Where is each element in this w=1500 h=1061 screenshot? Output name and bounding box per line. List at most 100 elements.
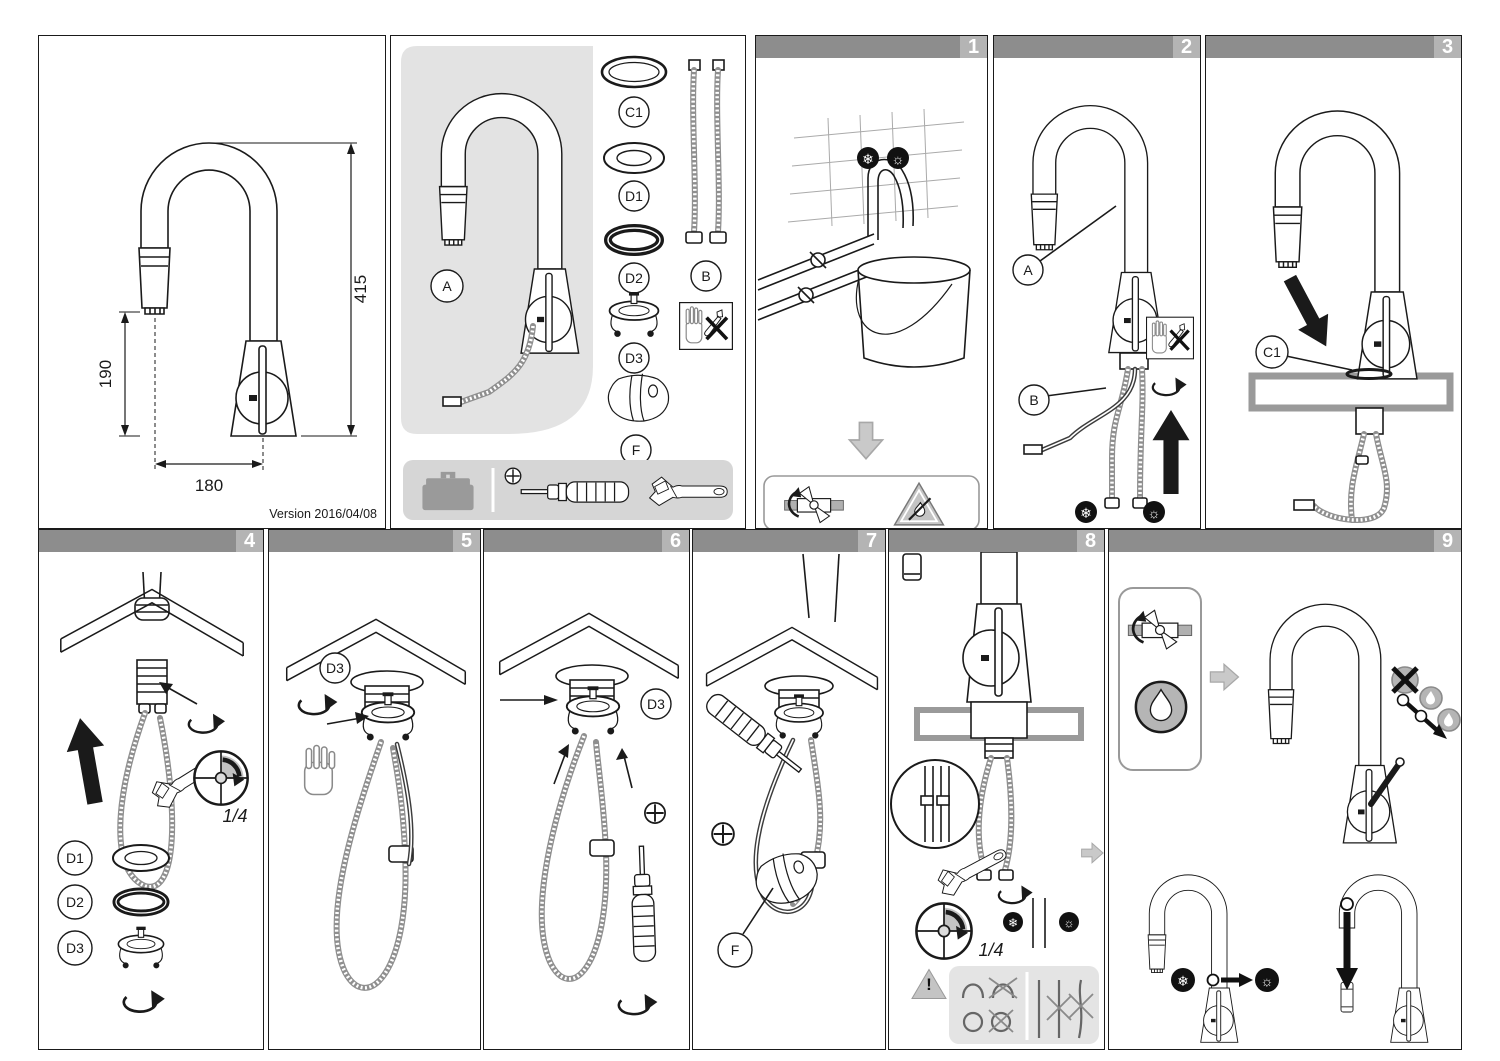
shank-below-counter	[1355, 407, 1384, 435]
faucet-illustration	[1030, 104, 1165, 354]
step-8-number: 8	[1077, 530, 1104, 552]
faucet-line-drawing	[138, 142, 297, 437]
parts-overview: A C1 D1 D2 D3	[401, 46, 733, 520]
callout-d3: D3	[640, 688, 672, 720]
step-9-number: 9	[1434, 530, 1461, 552]
docked-spray-head	[902, 553, 922, 581]
hose-fitting	[1293, 499, 1315, 511]
step-5-number: 5	[453, 530, 480, 552]
turn-hint	[159, 682, 227, 734]
hanging-hoses	[333, 739, 414, 991]
svg-text:D3: D3	[326, 660, 344, 676]
hot-icon: ☼	[1261, 973, 1274, 989]
screw-arrows	[553, 744, 633, 789]
faucet-body-above-counter	[962, 552, 1032, 703]
svg-text:D1: D1	[66, 850, 84, 866]
hose-nut	[388, 845, 414, 863]
svg-text:B: B	[1029, 392, 1038, 408]
base-through-counter	[970, 701, 1028, 739]
step-4-panel: 4	[38, 529, 264, 1050]
step-2-header: 2	[994, 36, 1200, 58]
step-3-number: 3	[1434, 36, 1461, 58]
rotate-arrow-icon	[617, 992, 659, 1016]
quarter-turn-label: 1/4	[978, 940, 1003, 960]
step-2-drawing: A B ❄	[1012, 104, 1194, 523]
step-9-header: 9	[1109, 530, 1461, 552]
version-label: Version 2016/04/08	[269, 507, 377, 521]
temperature-swivel: ❄ ☼	[1171, 968, 1279, 992]
hoses-below	[1293, 431, 1390, 523]
svg-text:C1: C1	[1263, 344, 1281, 360]
mounting-bracket-icon	[117, 926, 165, 970]
hot-icon: ☼	[892, 151, 905, 167]
rotate-arrow-icon	[997, 884, 1034, 905]
cold-icon: ❄	[862, 151, 874, 167]
hot-icon: ☼	[1064, 916, 1075, 930]
step-6-number: 6	[662, 530, 689, 552]
step-6-drawing: D3	[498, 612, 680, 1016]
hose-weight-icon	[607, 373, 670, 422]
quarter-turn-gauge	[916, 903, 971, 958]
cold-indicator: ❄	[1075, 501, 1097, 523]
hand-tighten-no-tools-icon	[1146, 316, 1194, 360]
step-5-header: 5	[269, 530, 480, 552]
step-5-panel: 5 D3	[268, 529, 481, 1050]
close-valves-box	[763, 475, 980, 528]
step-4-header: 4	[39, 530, 263, 552]
quarter-turn-gauge	[194, 751, 247, 804]
screwdriver-icon	[629, 845, 657, 963]
flange-and-bracket	[764, 675, 834, 740]
lever-open	[1368, 757, 1405, 807]
step-3-header: 3	[1206, 36, 1461, 58]
cold-indicator: ❄	[857, 147, 879, 169]
svg-text:D3: D3	[647, 696, 665, 712]
rotate-arrow-icon	[122, 988, 167, 1013]
callout-f-leader	[742, 887, 774, 935]
phillips-icon	[504, 467, 522, 485]
threaded-shank	[136, 659, 168, 714]
hose-ends-magnifier	[890, 759, 980, 849]
next-arrow-gray	[1081, 842, 1104, 864]
svg-text:D1: D1	[625, 188, 643, 204]
faucet-cold-hot-illustration	[1147, 874, 1239, 1043]
dimension-190	[119, 311, 140, 437]
step-2-number: 2	[1173, 36, 1200, 58]
wall-grid	[787, 108, 965, 227]
cold-icon: ❄	[1008, 916, 1018, 930]
svg-text:D3: D3	[625, 350, 643, 366]
callout-f: F	[717, 932, 753, 968]
step-7-drawing: F	[702, 553, 879, 968]
step-3-panel: 3 C1	[1205, 35, 1462, 529]
countertop	[1248, 372, 1454, 412]
bucket	[855, 256, 971, 368]
base-ring-c1	[1345, 368, 1393, 380]
down-arrow-gray	[848, 421, 884, 460]
callout-d3: D3	[319, 652, 351, 684]
svg-text:D3: D3	[66, 940, 84, 956]
cold-icon: ❄	[1177, 973, 1189, 989]
warning-mark: !	[926, 975, 932, 994]
part-supply-hoses-b: B	[685, 59, 727, 292]
callout-a-leader	[1039, 205, 1117, 262]
quarter-turn-label: 1/4	[222, 806, 247, 826]
part-row-d2: D2	[57, 884, 170, 920]
svg-text:F: F	[632, 442, 641, 458]
part-weight-f: F	[607, 373, 670, 466]
callout-c1: C1	[1255, 335, 1289, 369]
pipes-into-bucket	[867, 158, 915, 240]
up-arrow	[1152, 410, 1190, 494]
step-7-panel: 7	[692, 529, 886, 1050]
step-8-header: 8	[889, 530, 1104, 552]
hand-tighten-no-tools-icon	[679, 302, 733, 350]
step-9-drawing: ❄ ☼	[1118, 587, 1461, 1044]
step-8-drawing: 1/4 ❄ ☼ !	[890, 552, 1104, 1044]
hose-fitting	[442, 396, 462, 407]
hanging-hoses	[538, 733, 615, 982]
step-1-drawing: ❄ ☼	[757, 108, 980, 528]
hot-indicator: ☼	[1059, 912, 1079, 932]
water-flow-icon	[1134, 680, 1188, 734]
open-valves-box	[1118, 587, 1202, 771]
hose-nut	[589, 839, 615, 857]
svg-text:F: F	[731, 942, 740, 958]
